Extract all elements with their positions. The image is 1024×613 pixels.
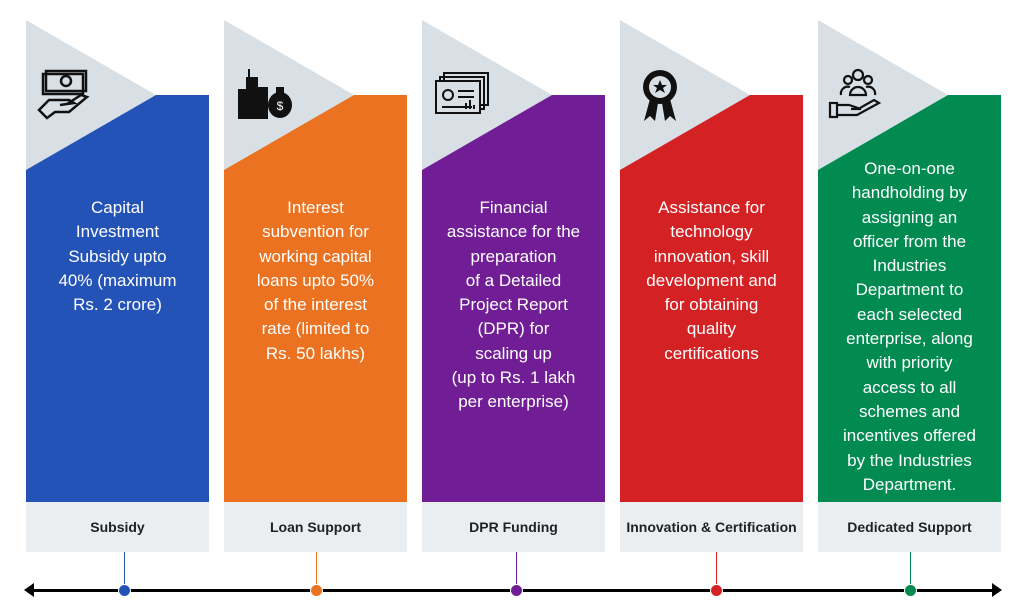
buildings-money-bag-icon: $	[234, 65, 294, 125]
panel-text-line: One-on-one	[864, 159, 955, 178]
panel-color-block	[620, 95, 803, 502]
panel-text-line: Investment	[75, 222, 160, 242]
panel-text-line: incentives offered	[843, 426, 976, 446]
panel-label: Innovation & Certification	[620, 502, 803, 552]
panel-text-line: assigning an	[861, 207, 958, 227]
panel-text-line: Capital	[91, 198, 144, 217]
panel-label: DPR Funding	[422, 502, 605, 552]
panel-text-line: certifications	[664, 343, 759, 363]
panel-text-line: each selected	[857, 304, 962, 324]
panel-text-line: preparation	[470, 246, 557, 266]
timeline-stem	[516, 552, 517, 590]
award-ribbon-icon	[630, 65, 690, 125]
timeline-left-arrow	[24, 583, 34, 597]
timeline-dot	[118, 584, 131, 597]
timeline-dot	[510, 584, 523, 597]
panel-description: Assistance for technology innovation, skil…	[620, 196, 803, 366]
panel-text-line: 40% (maximum	[58, 270, 177, 290]
panel-text-line: handholding by	[851, 183, 968, 203]
panel-text-line: loans upto 50%	[256, 270, 375, 290]
panel-description: One-on-one handholding by assigning an offi…	[818, 157, 1001, 497]
panel-text-line: access to all	[862, 377, 957, 397]
panel-text-line: Rs. 2 crore)	[73, 295, 162, 315]
panel-text-line: of the interest	[263, 295, 367, 315]
panel-label: Dedicated Support	[818, 502, 1001, 552]
timeline-stem	[316, 552, 317, 590]
panel-text-line: subvention for	[262, 222, 369, 242]
panel-text-line: for obtaining	[664, 295, 759, 315]
panel-color-block	[422, 95, 605, 502]
panel-label: Subsidy	[26, 502, 209, 552]
panel-text-line: with priority	[866, 353, 953, 373]
panel-loan-support: $ Interest subvention for working capital l…	[224, 20, 407, 552]
panel-text-line: Subsidy upto	[68, 246, 167, 266]
panel-text-line: rate (limited to	[261, 319, 370, 339]
timeline-dot	[904, 584, 917, 597]
panel-color-block	[224, 95, 407, 502]
report-documents-icon	[432, 65, 492, 125]
panel-text-line: Financial	[479, 198, 548, 217]
panel-text-line: schemes and	[858, 401, 961, 421]
panel-text-line: innovation, skill	[653, 246, 770, 266]
panel-description: Interest subvention for working capital loa…	[224, 196, 407, 366]
svg-text:$: $	[277, 99, 284, 113]
timeline-dot	[310, 584, 323, 597]
panel-description: Financial assistance for the preparation of…	[422, 196, 605, 415]
panel-text-line: scaling up	[475, 343, 552, 363]
people-hand-icon	[828, 65, 888, 125]
panel-text-line: (DPR) for	[477, 319, 550, 339]
panel-color-block	[26, 95, 209, 502]
panel-text-line: (up to Rs. 1 lakh	[451, 368, 576, 388]
panel-text-line: working capital	[259, 246, 372, 266]
panel-text-line: enterprise, along	[846, 329, 973, 349]
panel-text-line: technology	[670, 222, 753, 242]
money-hand-icon	[36, 65, 96, 125]
panel-text-line: Interest	[287, 198, 344, 217]
panel-text-line: Department.	[862, 474, 957, 494]
panel-text-line: by the Industries	[847, 450, 972, 470]
timeline-dot	[710, 584, 723, 597]
panel-text-line: development and	[646, 270, 777, 290]
panel-text-line: Department to	[855, 280, 964, 300]
panel-text-line: quality	[686, 319, 737, 339]
panel-dpr-funding: Financial assistance for the preparation of…	[422, 20, 605, 552]
panel-innovation-certification: Assistance for technology innovation, skil…	[620, 20, 803, 552]
timeline-stem	[716, 552, 717, 590]
timeline-stem	[910, 552, 911, 590]
timeline-stem	[124, 552, 125, 590]
panel-text-line: assistance for the	[446, 222, 581, 242]
panel-text-line: Industries	[872, 256, 947, 276]
panel-text-line: officer from the	[852, 231, 967, 251]
timeline-right-arrow	[992, 583, 1002, 597]
panel-text-line: Assistance for	[658, 198, 765, 217]
panel-color-block	[818, 95, 1001, 502]
panel-text-line: Project Report	[459, 295, 568, 315]
panel-text-line: of a Detailed	[465, 270, 562, 290]
panel-text-line: per enterprise)	[458, 392, 569, 412]
panel-text-line: Rs. 50 lakhs)	[265, 343, 366, 363]
panel-dedicated-support: One-on-one handholding by assigning an offi…	[818, 20, 1001, 552]
panel-label: Loan Support	[224, 502, 407, 552]
